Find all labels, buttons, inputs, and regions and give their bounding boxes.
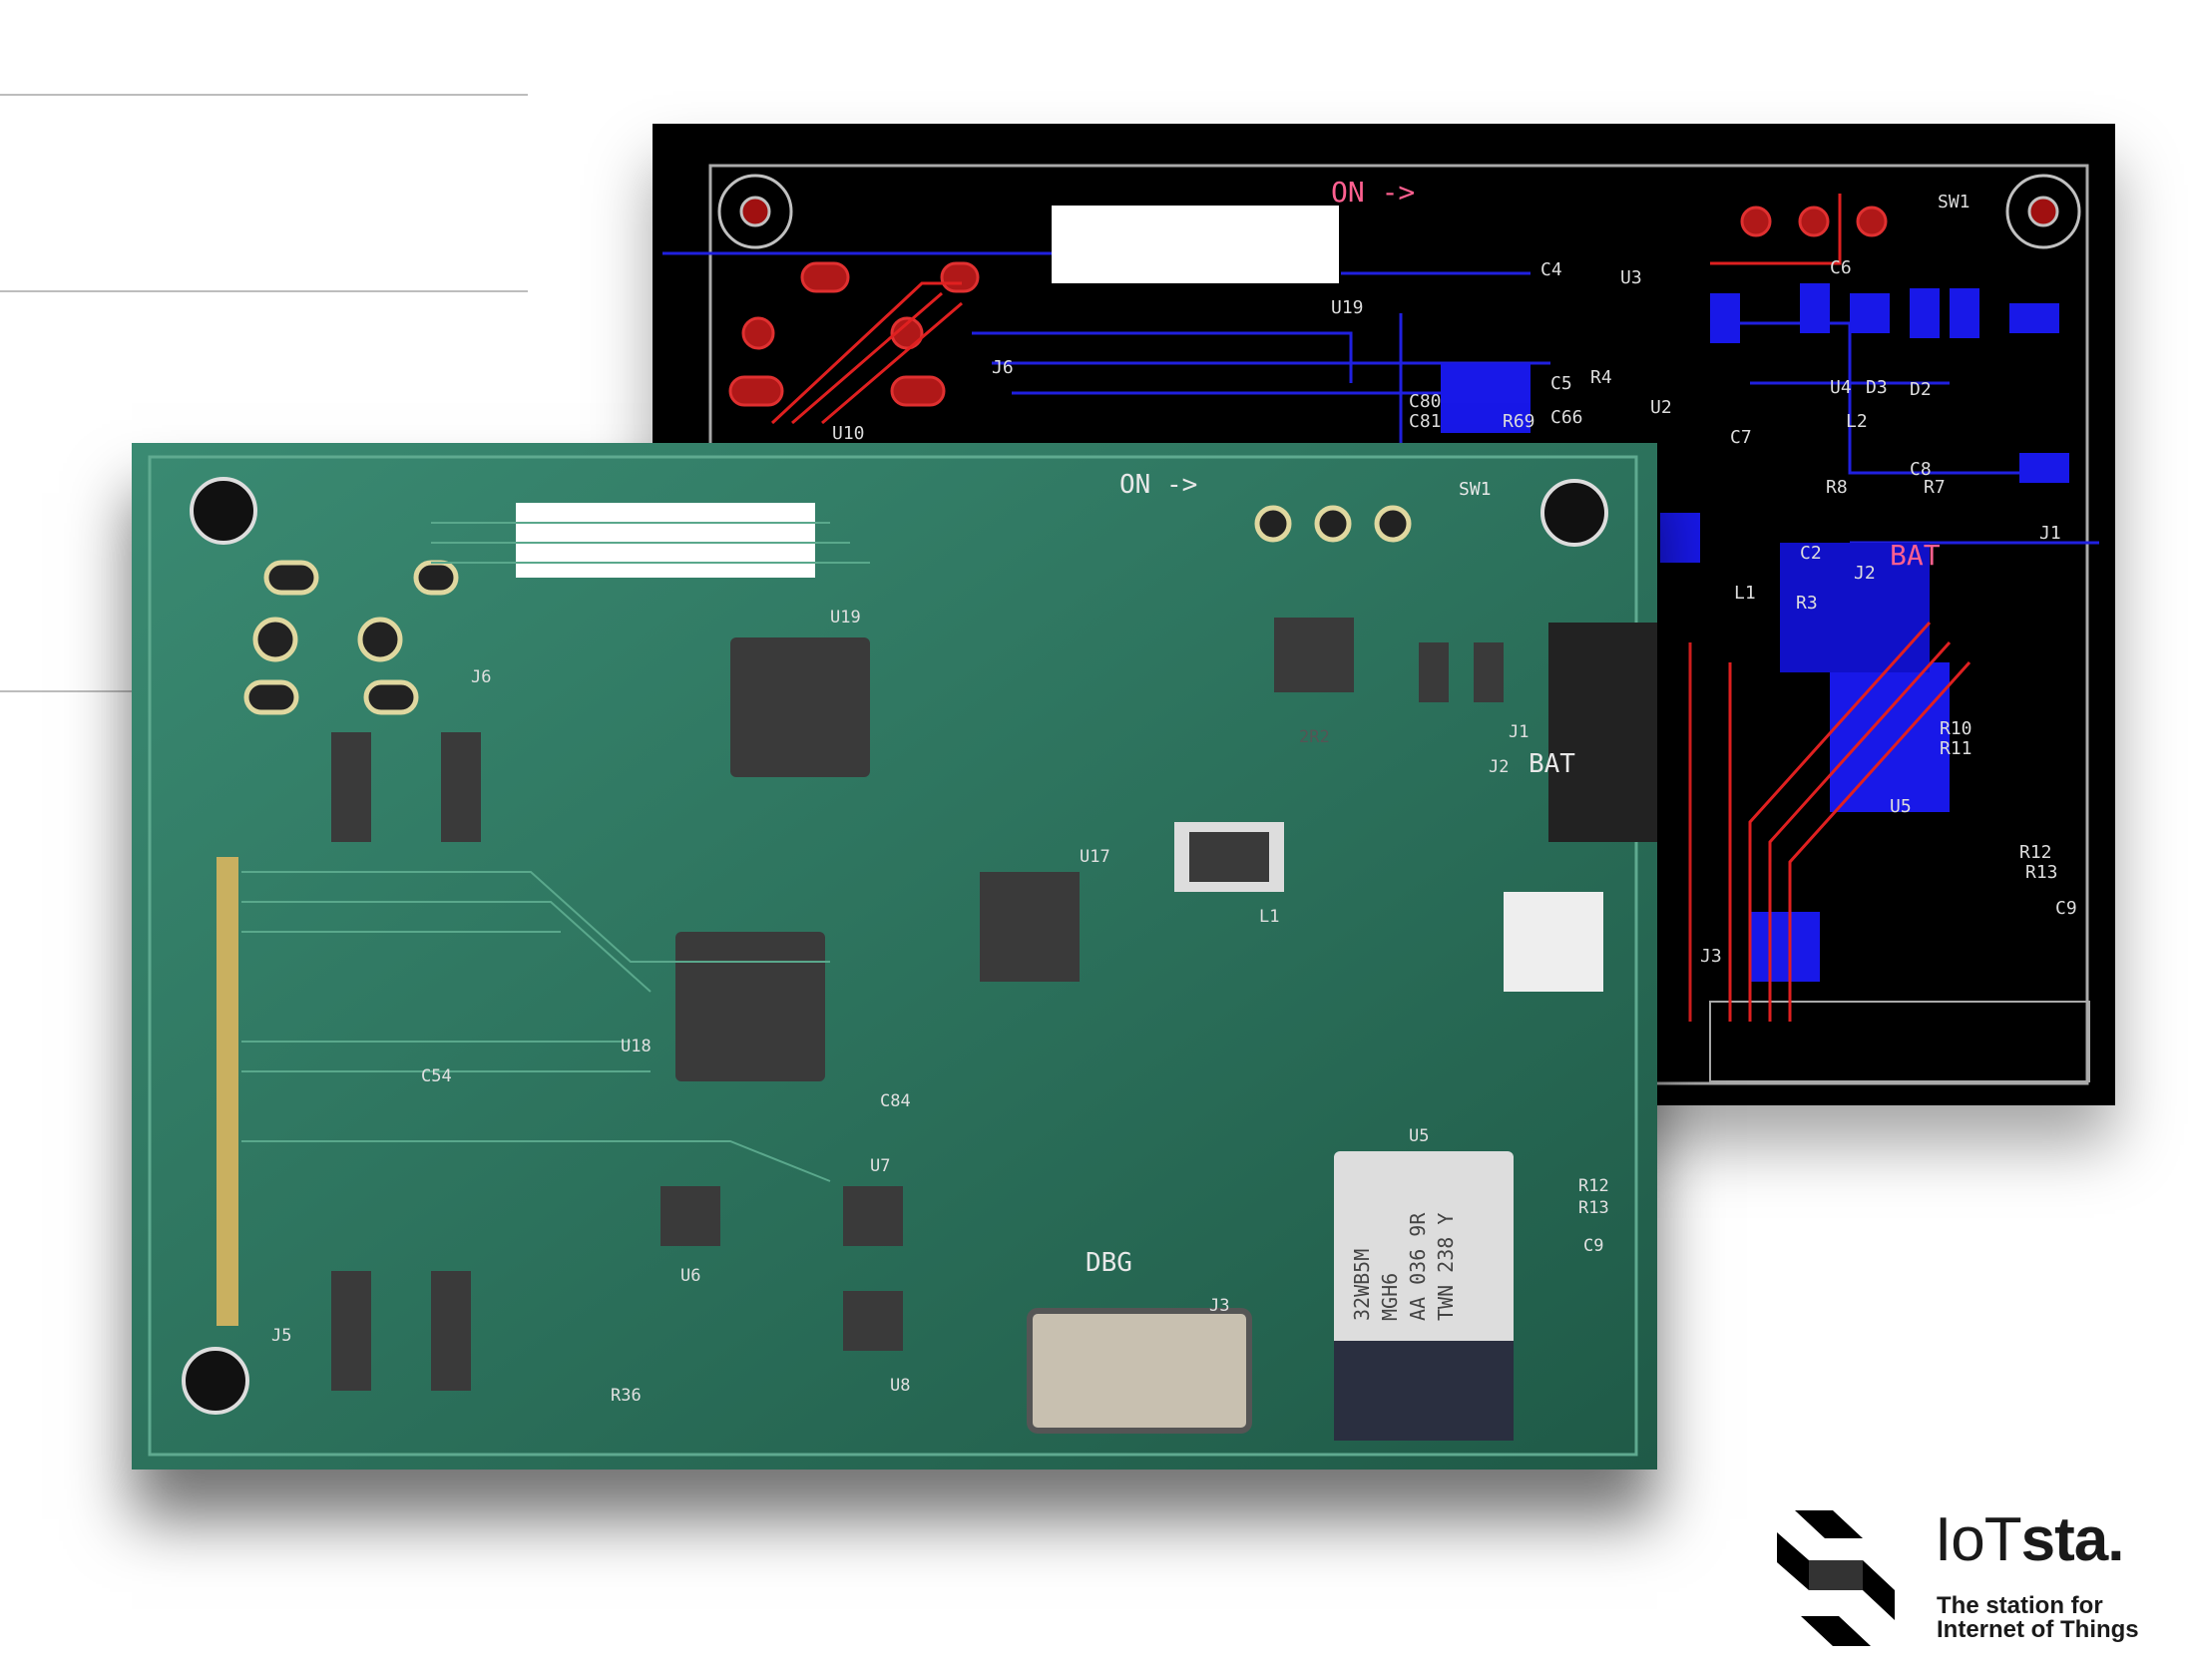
ref-label: C66 xyxy=(1550,407,1583,428)
ref-label: R10 xyxy=(1940,718,1972,739)
ref-label: C54 xyxy=(421,1066,452,1086)
ref-label: U18 xyxy=(621,1037,652,1056)
ref-label: C81 xyxy=(1409,411,1442,432)
layout-battery-label: BAT xyxy=(1890,539,1941,572)
ref-label: C5 xyxy=(1550,373,1572,394)
ref-label: J6 xyxy=(992,357,1014,378)
ref-label: R13 xyxy=(2025,862,2058,883)
ref-label: C8 xyxy=(1910,459,1932,480)
ref-label: C4 xyxy=(1540,259,1562,280)
photo-debug-label: DBG xyxy=(1086,1248,1132,1278)
ref-label: U5 xyxy=(1409,1126,1429,1146)
photo-battery-label: BAT xyxy=(1529,749,1575,779)
ref-label: J1 xyxy=(2039,523,2061,544)
ref-label: D2 xyxy=(1910,379,1932,400)
divider-line-1 xyxy=(0,94,528,96)
ref-label: U6 xyxy=(680,1266,700,1286)
tagline-line-2: Internet of Things xyxy=(1937,1616,2139,1643)
module-marking: 32WB5M xyxy=(1350,1249,1374,1321)
ref-label: C6 xyxy=(1830,257,1852,278)
ref-label: J6 xyxy=(471,667,491,687)
ref-label: J2 xyxy=(1854,563,1876,584)
ref-label: R7 xyxy=(1924,477,1946,498)
ref-label: U8 xyxy=(890,1376,910,1396)
brand-name: IoTsta. xyxy=(1935,1504,2125,1575)
ref-label: R8 xyxy=(1826,477,1848,498)
ref-label: C9 xyxy=(1583,1236,1603,1256)
module-marking: AA 036 9R xyxy=(1406,1212,1430,1321)
ref-label: R12 xyxy=(2019,842,2052,863)
tagline-line-1: The station for xyxy=(1937,1592,2103,1619)
ref-label: U10 xyxy=(832,423,865,444)
ref-label: C80 xyxy=(1409,391,1442,412)
ref-label: U7 xyxy=(870,1156,890,1176)
ref-label: R69 xyxy=(1503,411,1535,432)
ref-label: R12 xyxy=(1578,1176,1609,1196)
ref-label: U4 xyxy=(1830,377,1852,398)
ref-label: J3 xyxy=(1700,946,1722,967)
ref-label: R3 xyxy=(1796,593,1818,614)
divider-line-3 xyxy=(0,690,134,692)
ref-label: U5 xyxy=(1890,796,1912,817)
photo-switch-ref: SW1 xyxy=(1459,479,1492,500)
ref-label: D3 xyxy=(1866,377,1888,398)
ref-label: J5 xyxy=(271,1326,291,1346)
ref-label: L1 xyxy=(1259,907,1279,927)
ref-label: J2 xyxy=(1489,757,1509,777)
ref-label: U19 xyxy=(1331,297,1364,318)
brand-light: IoT xyxy=(1935,1505,2022,1574)
logo-mark-icon xyxy=(1777,1510,1895,1646)
ref-label: R13 xyxy=(1578,1198,1609,1218)
ref-label: J1 xyxy=(1509,722,1529,742)
ref-label: U3 xyxy=(1620,267,1642,288)
ref-label: R36 xyxy=(611,1386,642,1406)
layout-switch-ref: SW1 xyxy=(1938,192,1970,212)
ref-label: C84 xyxy=(880,1091,911,1111)
ref-label: R4 xyxy=(1590,367,1612,388)
ref-label: C2 xyxy=(1800,543,1822,564)
ref-label: C9 xyxy=(2055,898,2077,919)
ref-label: 2R2 xyxy=(1299,727,1330,747)
pcb-photo: 32WB5M MGH6 AA 036 9R TWN 238 Y ON -> BA… xyxy=(132,443,1658,1470)
module-marking: MGH6 xyxy=(1378,1273,1402,1321)
ref-label: U2 xyxy=(1650,397,1672,418)
ref-label: U17 xyxy=(1080,847,1110,867)
photo-switch-label: ON -> xyxy=(1119,470,1197,500)
ref-label: L2 xyxy=(1846,411,1868,432)
ref-label: C7 xyxy=(1730,427,1752,448)
brand-bold: sta. xyxy=(2020,1505,2125,1574)
layout-switch-label: ON -> xyxy=(1331,176,1415,209)
divider-line-2 xyxy=(0,290,528,292)
ref-label: L1 xyxy=(1734,583,1756,604)
module-marking: TWN 238 Y xyxy=(1434,1213,1458,1321)
ref-label: U19 xyxy=(830,608,861,628)
ref-label: J3 xyxy=(1209,1296,1229,1316)
ref-label: R11 xyxy=(1940,738,1972,759)
iotsta-logo: IoTsta. The station for Internet of Thin… xyxy=(1775,1504,2164,1654)
tagline: The station for Internet of Things xyxy=(1937,1594,2139,1642)
